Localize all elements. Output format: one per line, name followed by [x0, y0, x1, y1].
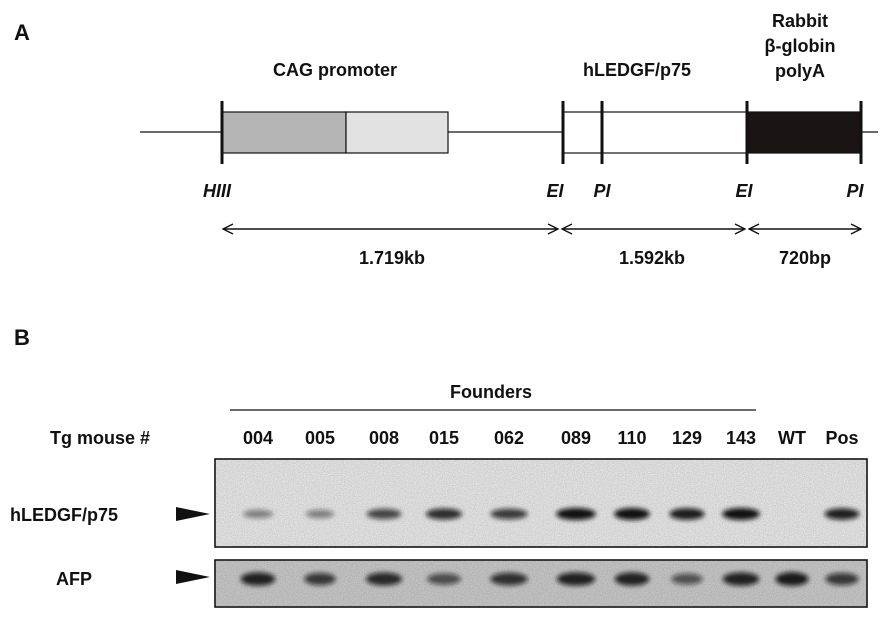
blot-band — [305, 509, 335, 519]
polya-label-line-1: Rabbit — [772, 11, 828, 31]
tg-mouse-header: Tg mouse # — [50, 428, 150, 448]
site-label-pi-2: PI — [846, 181, 864, 201]
blot-panel-hledgf — [214, 458, 868, 548]
site-label-ei-1: EI — [546, 181, 564, 201]
lane-label: 008 — [369, 428, 399, 448]
polya-label-line-2: β-globin — [765, 36, 836, 56]
size-label-3: 720bp — [779, 248, 831, 268]
blot-band — [490, 572, 528, 586]
panel-a-label: A — [14, 20, 30, 45]
blot-band — [669, 508, 705, 520]
cag-promoter-block-dark — [221, 111, 347, 154]
blot-band — [490, 508, 528, 520]
polya-block — [746, 111, 862, 154]
hledgf-label: hLEDGF/p75 — [583, 60, 691, 80]
cag-promoter-block-light — [345, 111, 449, 154]
blot-band — [775, 572, 809, 586]
blot-band — [240, 572, 276, 586]
site-label-hiii: HIII — [203, 181, 232, 201]
blot-band — [304, 572, 336, 586]
blot-band — [425, 508, 463, 520]
blot-band — [366, 508, 402, 520]
blot-band — [614, 572, 650, 586]
band-row-hledgf — [243, 508, 860, 520]
blot-band — [722, 572, 760, 586]
probe-arrowhead-hledgf — [176, 507, 210, 521]
probe-arrowhead-afp — [176, 570, 210, 584]
lane-label: 110 — [617, 428, 646, 448]
blot-panel-afp — [214, 559, 868, 608]
lane-labels: 004 005 008 015 062 089 110 129 143 WT Pos — [243, 428, 859, 448]
founders-label: Founders — [450, 382, 532, 402]
blot-band — [671, 573, 703, 585]
band-row-afp — [240, 572, 859, 586]
lane-label: 015 — [429, 428, 459, 448]
blot-band — [556, 572, 596, 586]
lane-label: 143 — [726, 428, 756, 448]
blot-band — [365, 572, 403, 586]
probe-label-hledgf: hLEDGF/p75 — [10, 505, 118, 525]
probe-label-afp: AFP — [56, 569, 92, 589]
lane-label: WT — [778, 428, 806, 448]
site-label-pi-1: PI — [593, 181, 611, 201]
lane-label: 004 — [243, 428, 273, 448]
panel-b-label: B — [14, 325, 30, 350]
blot-grain-hledgf — [216, 460, 866, 546]
size-label-2: 1.592kb — [619, 248, 685, 268]
size-label-1: 1.719kb — [359, 248, 425, 268]
blot-band — [556, 508, 596, 520]
lane-label: 062 — [494, 428, 524, 448]
hledgf-gene-block — [562, 111, 748, 154]
cag-promoter-label: CAG promoter — [273, 60, 397, 80]
blot-band — [243, 509, 273, 519]
blot-band — [614, 508, 650, 520]
lane-label: 005 — [305, 428, 335, 448]
polya-label-line-3: polyA — [775, 61, 825, 81]
lane-label: 089 — [561, 428, 591, 448]
blot-band — [427, 573, 461, 585]
blot-band — [722, 508, 760, 520]
lane-label: 129 — [672, 428, 702, 448]
blot-band — [824, 508, 860, 520]
lane-label: Pos — [825, 428, 858, 448]
site-label-ei-2: EI — [735, 181, 753, 201]
blot-band — [825, 572, 859, 586]
